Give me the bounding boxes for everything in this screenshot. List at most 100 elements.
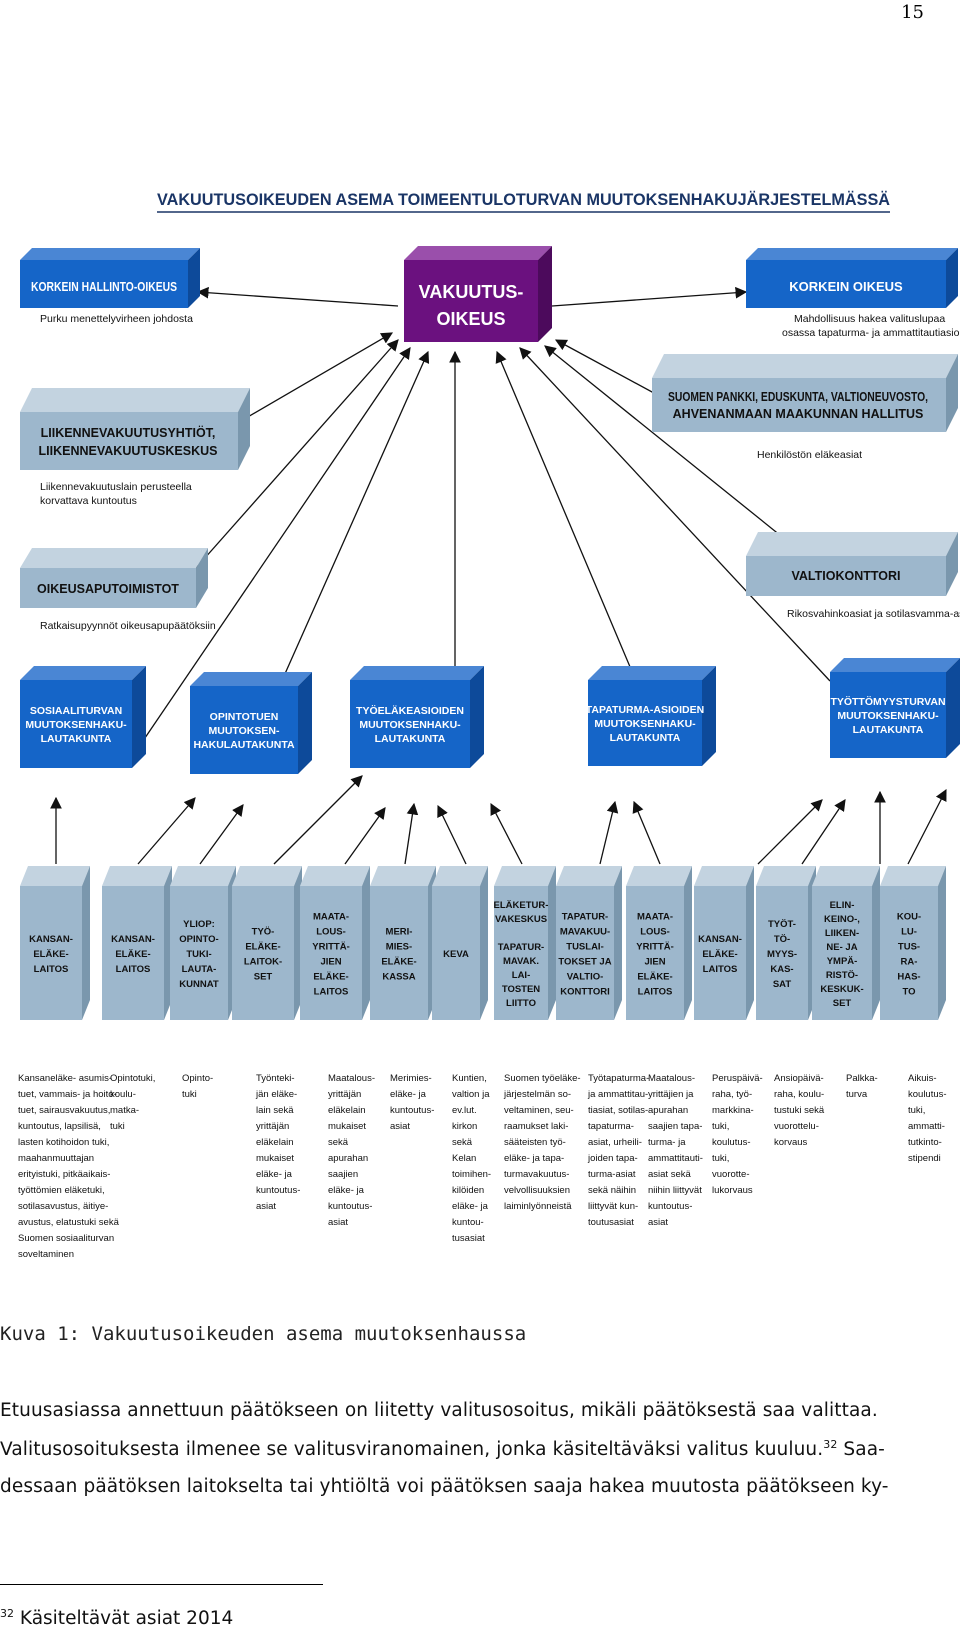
institution-3-line-2: OPINTO- — [179, 934, 218, 945]
lvk-title-1: LIIKENNEVAKUUTUSYHTIÖT, — [41, 425, 216, 440]
board-4-line-2: MUUTOKSENHAKU- — [594, 718, 696, 730]
description-10-line-10: asiat — [648, 1217, 668, 1228]
description-8-line-8: velvollisuuksien — [504, 1185, 570, 1196]
description-14-line-3: tuki, — [908, 1105, 925, 1116]
description-7-line-6: Kelan — [452, 1153, 476, 1164]
description-4: Työnteki-jän eläke-lain sekäyrittäjänelä… — [255, 1073, 300, 1212]
institution-1-line-1: KANSAN- — [29, 934, 73, 945]
description-9-line-6: joiden tapa- — [587, 1153, 638, 1164]
vk-title: VALTIOKONTTORI — [791, 569, 900, 583]
institution-8-line-2: VAKESKUS — [495, 914, 547, 925]
description-11-line-8: lukorvaus — [712, 1185, 753, 1196]
vk-note: Rikosvahinkoasiat ja sotilasvamma-asiat — [787, 608, 960, 620]
paragraph-line-2: Valitusosoituksesta ilmenee se valitusvi… — [0, 1438, 955, 1460]
institution-2-line-1: KANSAN- — [111, 934, 155, 945]
diagram-title: VAKUUTUSOIKEUDEN ASEMA TOIMEENTULOTURVAN… — [157, 191, 890, 209]
description-1-line-3: tuet, sairausvakuutus, — [18, 1105, 110, 1116]
paragraph-line-1: Etuusasiassa annettuun päätökseen on lii… — [0, 1400, 878, 1421]
description-9-line-2: ja ammattitau- — [587, 1089, 648, 1100]
footnote-separator — [0, 1584, 323, 1585]
description-4-line-8: kuntoutus- — [256, 1185, 300, 1196]
institution-9-line-2: MAVAKUU- — [560, 927, 610, 938]
description-11-line-3: markkina- — [712, 1105, 754, 1116]
description-14-line-1: Aikuis- — [908, 1073, 937, 1084]
description-8-line-5: sääteisten työ- — [504, 1137, 566, 1148]
description-7-line-9: eläke- ja — [452, 1201, 489, 1212]
description-4-line-4: yrittäjän — [256, 1121, 289, 1132]
institution-13-line-1: ELIN- — [830, 900, 855, 911]
board-4-line-3: LAUTAKUNTA — [610, 732, 681, 744]
description-8-line-7: turmavakuutus- — [504, 1169, 569, 1180]
institution-13-line-6: RISTÖ- — [826, 970, 858, 981]
description-5-line-1: Maatalous- — [328, 1073, 375, 1084]
description-6-line-1: Merimies- — [390, 1073, 432, 1084]
institution-8: ELÄKETUR-VAKESKUSTAPATUR-MAVAK.LAI-TOSTE… — [494, 866, 556, 1020]
spk-box: SUOMEN PANKKI, EDUSKUNTA, VALTIONEUVOSTO… — [652, 354, 958, 432]
paragraph-line-3: dessaan päätöksen laitokselta tai yhtiöl… — [0, 1476, 889, 1497]
description-1-line-2: tuet, vammais- ja hoito- — [18, 1089, 117, 1100]
description-13-line-2: turva — [846, 1089, 868, 1100]
institution-12-line-4: KAS- — [770, 964, 793, 975]
institution-3-line-3: TUKI- — [186, 949, 211, 960]
institution-12-line-5: SAT — [773, 979, 791, 990]
description-11-line-1: Peruspäivä- — [712, 1073, 763, 1084]
figure-caption: Kuva 1: Vakuutusoikeuden asema muutoksen… — [0, 1323, 527, 1345]
institution-10-line-1: MAATA- — [637, 912, 673, 923]
institution-2-line-3: LAITOS — [116, 964, 151, 975]
oat-title: OIKEUSAPUTOIMISTOT — [37, 582, 179, 596]
institution-10-line-4: JIEN — [644, 957, 665, 968]
institution-2: KANSAN-ELÄKE-LAITOS — [102, 866, 172, 1020]
description-7-line-11: tusasiat — [452, 1233, 485, 1244]
institution-10-line-5: ELÄKE- — [637, 972, 672, 983]
institution-4: TYÖ-ELÄKE-LAITOK-SET — [232, 866, 302, 1020]
lvk-box: LIIKENNEVAKUUTUSYHTIÖT, LIIKENNEVAKUUTUS… — [20, 388, 250, 470]
institution-12-line-1: TYÖT- — [768, 919, 796, 930]
institution-13: ELIN-KEINO-,LIIKEN-NE- JAYMPÄ-RISTÖ-KESK… — [812, 866, 880, 1020]
description-1-line-12: soveltaminen — [18, 1249, 74, 1260]
description-8-line-4: raamukset laki- — [504, 1121, 568, 1132]
description-11-line-4: tuki, — [712, 1121, 729, 1132]
institution-5-line-3: YRITTÄ- — [312, 942, 349, 953]
description-8-line-6: eläke- ja tapa- — [504, 1153, 564, 1164]
board-2-line-3: HAKULAUTAKUNTA — [193, 739, 295, 751]
description-5-line-6: apurahan — [328, 1153, 368, 1164]
description-9-line-3: tiasiat, sotilas- — [588, 1105, 648, 1116]
description-12-line-3: tustuki sekä — [774, 1105, 825, 1116]
institution-6-line-3: ELÄKE- — [381, 957, 416, 968]
lvk-note-1: Liikennevakuutuslain perusteella — [40, 481, 192, 493]
institution-9-line-6: KONTTORI — [560, 987, 609, 998]
description-4-line-2: jän eläke- — [255, 1089, 297, 1100]
institution-14-line-5: HAS- — [897, 972, 920, 983]
kko-box: KORKEIN OIKEUS — [746, 248, 958, 308]
institution-6-line-4: KASSA — [382, 972, 415, 983]
paragraph-line-2-text: Valitusosoituksesta ilmenee se valitusvi… — [0, 1439, 824, 1461]
institution-4-line-1: TYÖ- — [252, 927, 275, 938]
board-4-line-1: TAPATURMA-ASIOIDEN — [586, 704, 704, 716]
description-9: Työtapaturma-ja ammattitau-tiasiat, soti… — [587, 1073, 649, 1228]
institution-6: MERI-MIES-ELÄKE-KASSA — [370, 866, 436, 1020]
oat-box: OIKEUSAPUTOIMISTOT — [20, 548, 208, 608]
description-7-line-7: toimihen- — [452, 1169, 491, 1180]
institution-14-line-4: RA- — [901, 957, 918, 968]
institution-8-line-1: ELÄKETUR- — [494, 900, 549, 911]
description-10-line-9: kuntoutus- — [648, 1201, 692, 1212]
institution-9-line-3: TUSLAI- — [566, 942, 603, 953]
kko-note-2: osassa tapaturma- ja ammattitautiasioita — [782, 327, 960, 339]
description-8-line-9: laiminlyönneistä — [504, 1201, 572, 1212]
institution-3-line-5: KUNNAT — [179, 979, 219, 990]
description-7-line-4: kirkon — [452, 1121, 477, 1132]
footnote: 32 Käsiteltävät asiat 2014 — [0, 1607, 233, 1629]
description-8-line-3: veltaminen, seu- — [504, 1105, 574, 1116]
description-10-line-5: turma- ja — [648, 1137, 686, 1148]
boards-layer: SOSIAALITURVANMUUTOKSENHAKU-LAUTAKUNTAOP… — [20, 658, 960, 774]
institution-7-line-1: KEVA — [443, 949, 469, 960]
institution-11-line-1: KANSAN- — [698, 934, 742, 945]
institution-9-line-5: VALTIO- — [567, 972, 604, 983]
description-2-line-1: Opintotuki, — [110, 1073, 155, 1084]
description-2: Opintotuki,koulu-matka-tuki — [110, 1073, 155, 1132]
footnote-reference[interactable]: 32 — [823, 1438, 838, 1451]
description-9-line-1: Työtapaturma- — [588, 1073, 649, 1084]
